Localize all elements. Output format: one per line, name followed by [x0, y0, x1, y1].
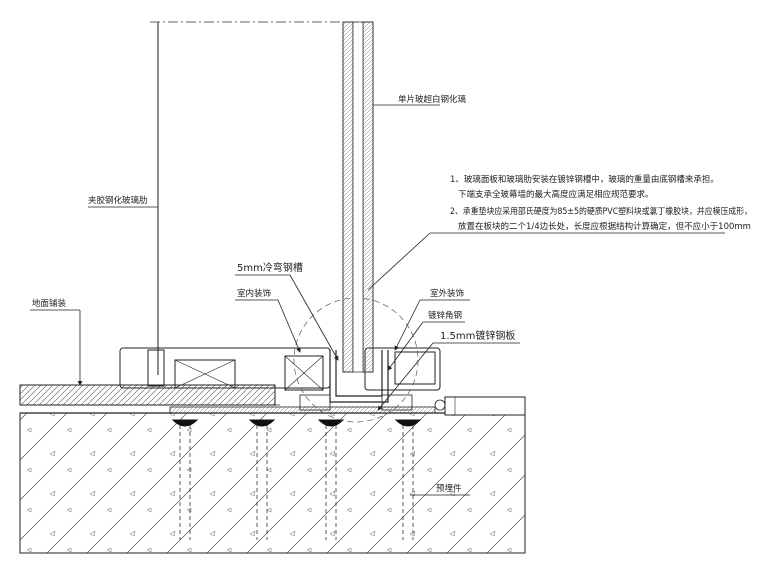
steel-channel — [329, 350, 389, 403]
glass-panel — [342, 21, 374, 373]
label-embedded-part: 预埋件 — [436, 483, 462, 494]
label-outdoor-finish: 室外装饰 — [430, 288, 465, 299]
concrete-slab — [19, 412, 526, 554]
label-steel-channel: 5mm冷弯钢槽 — [237, 261, 303, 274]
notes-block: 1、玻璃面板和玻璃肋安装在镀锌钢槽中，玻璃的重量由底钢槽来承担。 下端支承全玻幕… — [450, 174, 752, 232]
annotation-labels: 单片玻超白钢化璃 夹胶钢化玻璃肋 地面铺装 5mm冷弯钢槽 室内装饰 室外装饰 … — [32, 94, 515, 494]
note-line: 放置在板块的二个1/4边长处，长度应根据结构计算确定，但不应小于100mm — [458, 221, 751, 232]
note-line: 2、承重垫块应采用邵氏硬度为85±5的硬质PVC塑料块或氯丁橡胶块，并应模压成形… — [450, 206, 752, 217]
anchor-heads — [171, 419, 422, 427]
label-single-glass: 单片玻超白钢化璃 — [398, 94, 467, 105]
outdoor-slab — [434, 396, 526, 416]
label-glass-fin: 夹胶钢化玻璃肋 — [88, 195, 148, 206]
label-floor-finish: 地面铺装 — [32, 298, 67, 309]
note-line: 1、玻璃面板和玻璃肋安装在镀锌钢槽中，玻璃的重量由底钢槽来承担。 — [450, 174, 719, 185]
bearing-blocks — [299, 394, 413, 411]
label-galvanized-angle: 镀锌角钢 — [428, 310, 462, 321]
glass-fin — [150, 21, 370, 375]
embedded-anchors — [179, 425, 414, 540]
floor-finish — [19, 384, 280, 406]
note-line: 下端支承全玻幕墙的最大高度应满足相应规范要求。 — [458, 189, 654, 200]
label-indoor-finish: 室内装饰 — [237, 288, 272, 299]
leader-lines — [30, 104, 725, 496]
outdoor-finish-box — [364, 347, 441, 391]
label-galvanized-plate: 1.5mm镀锌钢板 — [440, 329, 515, 342]
